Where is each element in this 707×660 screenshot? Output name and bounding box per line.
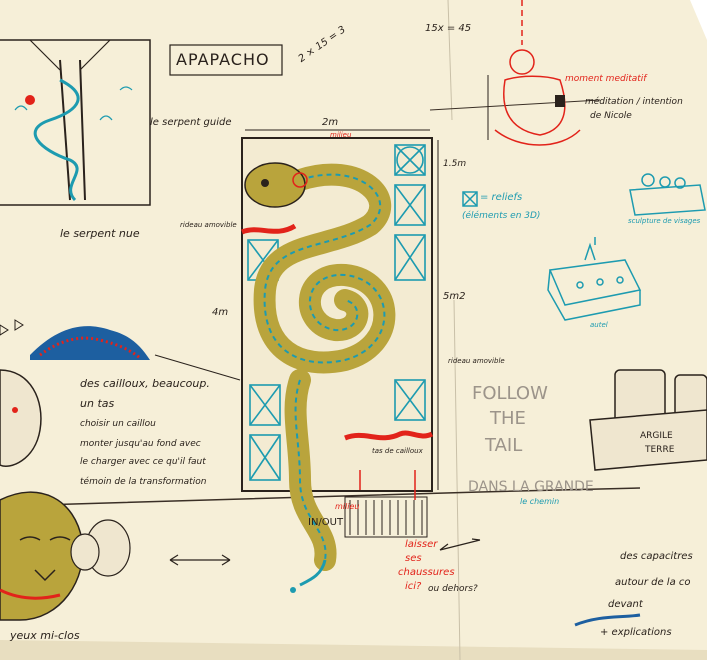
label-ses: ses	[405, 554, 422, 564]
page-title: APAPACHO	[176, 52, 270, 68]
right-note-1: des capacitres	[620, 552, 693, 562]
label-yeux: yeux mi-clos	[10, 630, 80, 641]
label-dim-5m: 5m2	[443, 292, 465, 302]
cailloux-line-1: des cailloux, beaucoup.	[80, 378, 210, 389]
math-note-2: 15x = 45	[425, 24, 471, 34]
right-note-2: autour de la co	[615, 578, 691, 588]
label-terre: TERRE	[645, 446, 674, 455]
cailloux-line-2: un tas	[80, 398, 114, 409]
label-milieu-red: milieu	[335, 503, 359, 511]
label-the: THE	[490, 410, 526, 428]
label-follow: FOLLOW	[472, 385, 548, 403]
label-serpent-guide: le serpent guide	[150, 118, 231, 128]
label-in-out: IN/OUT	[308, 518, 343, 528]
label-autel: autel	[590, 322, 608, 329]
label-le-chemin: le chemin	[520, 498, 559, 506]
label-moment: moment meditatif	[565, 75, 646, 84]
label-ici: ici?	[405, 582, 421, 592]
label-serpent-nue: le serpent nue	[60, 228, 140, 239]
label-tail: TAIL	[485, 437, 522, 455]
label-chaussures: chaussures	[398, 568, 455, 578]
label-dim-milieu: milieu	[330, 132, 351, 139]
label-reliefs-sub: (éléments en 3D)	[462, 212, 540, 221]
label-dim-15m: 1.5m	[443, 160, 466, 169]
label-rideau-top: rideau amovible	[180, 222, 237, 229]
label-rideau-bottom: rideau amovible	[448, 358, 505, 365]
label-sculpture: sculpture de visages	[628, 218, 700, 225]
label-tas-cailloux: tas de cailloux	[372, 448, 423, 455]
right-note-3: devant	[608, 600, 643, 610]
cailloux-line-4: monter jusqu'au fond avec	[80, 440, 201, 449]
label-ou-dehors: ou dehors?	[428, 585, 478, 594]
label-meditation: méditation / intention	[585, 98, 683, 107]
label-dans-la: DANS LA GRANDE	[468, 480, 594, 494]
label-nicole: de Nicole	[590, 112, 632, 121]
cailloux-line-5: le charger avec ce qu'il faut	[80, 458, 206, 467]
right-note-4: + explications	[600, 628, 672, 638]
label-argile: ARGILE	[640, 432, 673, 441]
cailloux-line-6: témoin de la transformation	[80, 478, 206, 487]
cailloux-line-3: choisir un caillou	[80, 420, 156, 429]
label-laisser: laisser	[405, 540, 437, 550]
label-reliefs: = reliefs	[480, 193, 522, 203]
label-dim-4m: 4m	[212, 308, 228, 318]
label-dim-2m: 2m	[322, 118, 338, 128]
